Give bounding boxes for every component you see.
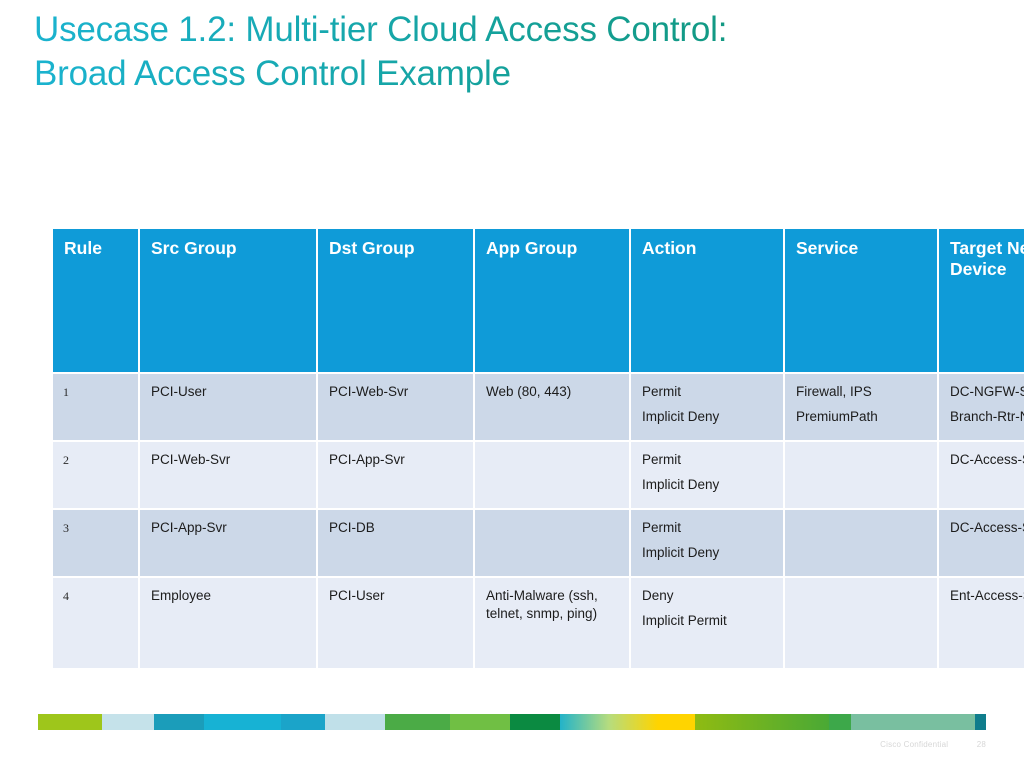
footer-bar-segment	[658, 714, 695, 730]
cell-service	[784, 509, 939, 578]
column-header-target-network-device: Target Network Device	[938, 229, 1024, 374]
column-header-rule: Rule	[53, 229, 140, 374]
footer-text: Cisco Confidential 28	[0, 740, 986, 749]
table-row: 2 PCI-Web-Svr PCI-App-Svr Permit Implici…	[53, 441, 1024, 510]
footer-bar-segment	[509, 714, 560, 730]
cell-service-line-2: PremiumPath	[796, 409, 878, 424]
cell-app-group	[474, 509, 631, 578]
cell-rule-number: 4	[53, 577, 140, 670]
cell-rule-number: 1	[53, 373, 140, 442]
cell-target-line-2: Branch-Rtr-NY	[950, 409, 1024, 424]
column-header-src-group: Src Group	[139, 229, 318, 374]
footer-bar-segment	[450, 714, 510, 730]
footer-bar-segment	[559, 714, 659, 730]
cell-src-group: PCI-User	[139, 373, 318, 442]
footer-bar-segment	[281, 714, 325, 730]
cell-service: Firewall, IPS PremiumPath	[784, 373, 939, 442]
cell-action-line-2: Implicit Deny	[642, 477, 720, 492]
table-row: 3 PCI-App-Svr PCI-DB Permit Implicit Den…	[53, 509, 1024, 578]
cell-action: Permit Implicit Deny	[630, 441, 785, 510]
cell-action: Permit Implicit Deny	[630, 509, 785, 578]
column-header-service: Service	[784, 229, 939, 374]
page-number: 28	[976, 740, 986, 749]
footer-bar-segment	[203, 714, 282, 730]
cell-app-group: Anti-Malware (ssh, telnet, snmp, ping)	[474, 577, 631, 670]
cell-action-line-1: Deny	[642, 588, 674, 603]
cell-target-line-1: DC-NGFW-SJ	[950, 384, 1024, 399]
cell-dst-group: PCI-Web-Svr	[317, 373, 475, 442]
confidentiality-label: Cisco Confidential	[880, 740, 949, 749]
table-body: 1 PCI-User PCI-Web-Svr Web (80, 443) Per…	[53, 373, 1024, 670]
cell-action-line-1: Permit	[642, 384, 682, 399]
footer-color-bar	[38, 714, 986, 730]
cell-action: Permit Implicit Deny	[630, 373, 785, 442]
footer-bar-segment	[974, 714, 986, 730]
page-title-line-2: Broad Access Control Example	[34, 54, 511, 93]
cell-action-line-2: Implicit Deny	[642, 545, 720, 560]
page-title-line-1: Usecase 1.2: Multi-tier Cloud Access Con…	[34, 10, 728, 49]
cell-app-group: Web (80, 443)	[474, 373, 631, 442]
cell-target-device: DC-Access-SJ	[938, 509, 1024, 578]
cell-action-line-2: Implicit Deny	[642, 409, 720, 424]
cell-src-group: PCI-App-Svr	[139, 509, 318, 578]
cell-dst-group: PCI-DB	[317, 509, 475, 578]
footer-bar-segment	[384, 714, 451, 730]
cell-target-device: DC-Access-SJ	[938, 441, 1024, 510]
table-header: Rule Src Group Dst Group App Group Actio…	[53, 229, 1024, 374]
column-header-action: Action	[630, 229, 785, 374]
cell-rule-number: 2	[53, 441, 140, 510]
cell-service	[784, 441, 939, 510]
cell-app-group	[474, 441, 631, 510]
table-header-row: Rule Src Group Dst Group App Group Actio…	[53, 229, 1024, 374]
cell-target-device: DC-NGFW-SJ Branch-Rtr-NY	[938, 373, 1024, 442]
cell-service	[784, 577, 939, 670]
cell-dst-group: PCI-User	[317, 577, 475, 670]
cell-dst-group: PCI-App-Svr	[317, 441, 475, 510]
footer-bar-segment	[851, 714, 975, 730]
cell-src-group: Employee	[139, 577, 318, 670]
footer-bar-segment	[153, 714, 204, 730]
cell-service-line-1: Firewall, IPS	[796, 384, 872, 399]
cell-action-line-1: Permit	[642, 452, 682, 467]
footer-bar-segment	[324, 714, 385, 730]
footer-bar-segment	[829, 714, 852, 730]
cell-src-group: PCI-Web-Svr	[139, 441, 318, 510]
access-control-rule-table: Rule Src Group Dst Group App Group Actio…	[53, 229, 1024, 670]
cell-rule-number: 3	[53, 509, 140, 578]
footer-bar-segment	[38, 714, 102, 730]
cell-action-line-2: Implicit Permit	[642, 613, 727, 628]
column-header-dst-group: Dst Group	[317, 229, 475, 374]
footer-bar-segment	[101, 714, 154, 730]
cell-target-device: Ent-Access-SJ	[938, 577, 1024, 670]
cell-action-line-1: Permit	[642, 520, 682, 535]
table-row: 1 PCI-User PCI-Web-Svr Web (80, 443) Per…	[53, 373, 1024, 442]
page-title: Usecase 1.2: Multi-tier Cloud Access Con…	[34, 8, 984, 96]
cell-action: Deny Implicit Permit	[630, 577, 785, 670]
column-header-app-group: App Group	[474, 229, 631, 374]
table-row: 4 Employee PCI-User Anti-Malware (ssh, t…	[53, 577, 1024, 670]
footer-bar-segment	[694, 714, 830, 730]
